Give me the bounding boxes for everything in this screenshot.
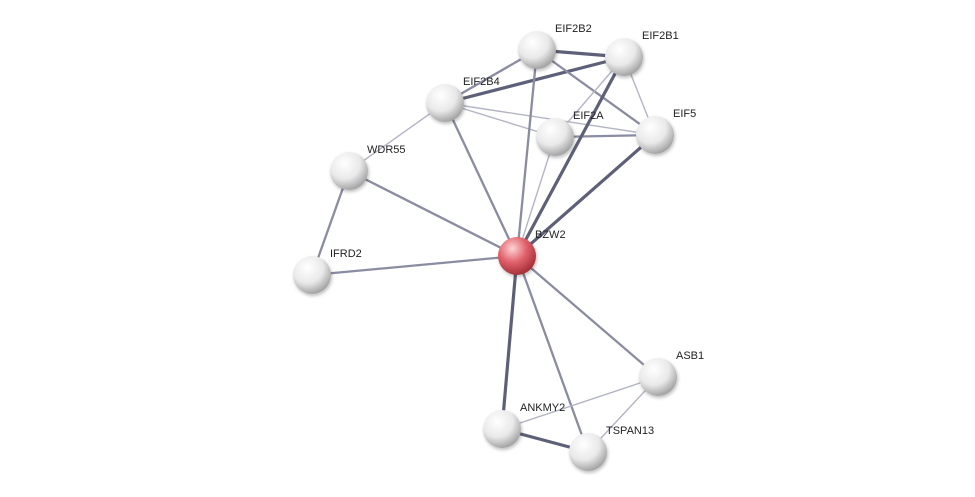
edges [310, 48, 660, 454]
node-sphere[interactable] [293, 256, 331, 294]
node-tspan13[interactable]: TSPAN13 [569, 425, 654, 471]
node-label-ankmy2: ANKMY2 [520, 402, 565, 414]
node-eif2a[interactable]: EIF2A [536, 110, 604, 156]
node-label-eif2b4: EIF2B4 [463, 76, 500, 88]
node-eif2b2[interactable]: EIF2B2 [518, 23, 592, 69]
edge-bzw2-ifrd2[interactable] [310, 254, 519, 277]
node-label-eif2b2: EIF2B2 [555, 23, 592, 35]
edge-ankmy2-asb1[interactable] [501, 376, 659, 430]
edge-bzw2-eif2b1[interactable] [515, 55, 626, 258]
node-sphere[interactable] [483, 410, 521, 448]
edge-eif2b2-eif5[interactable] [535, 48, 657, 137]
node-bzw2[interactable]: BZW2 [498, 229, 566, 275]
node-eif2b4[interactable]: EIF2B4 [426, 76, 500, 122]
node-label-eif2b1: EIF2B1 [642, 30, 679, 42]
query-node-sphere[interactable] [498, 237, 536, 275]
node-label-bzw2: BZW2 [535, 229, 566, 241]
edge-bzw2-asb1[interactable] [515, 254, 660, 379]
node-label-tspan13: TSPAN13 [606, 425, 654, 437]
edge-bzw2-eif2b4[interactable] [443, 101, 519, 258]
node-sphere[interactable] [605, 38, 643, 76]
node-ankmy2[interactable]: ANKMY2 [483, 402, 565, 448]
node-ifrd2[interactable]: IFRD2 [293, 248, 362, 294]
edge-eif2b4-wdr55[interactable] [348, 102, 446, 172]
node-eif5[interactable]: EIF5 [636, 108, 696, 154]
node-label-wdr55: WDR55 [367, 144, 406, 156]
edge-eif2b4-eif2a[interactable] [444, 102, 556, 138]
edge-bzw2-wdr55[interactable] [347, 169, 519, 258]
node-sphere[interactable] [518, 31, 556, 69]
node-sphere[interactable] [426, 84, 464, 122]
node-sphere[interactable] [536, 118, 574, 156]
node-sphere[interactable] [636, 116, 674, 154]
edge-bzw2-eif5[interactable] [515, 133, 657, 258]
node-label-eif2a: EIF2A [573, 110, 604, 122]
edge-bzw2-eif2a[interactable] [516, 136, 556, 257]
node-sphere[interactable] [569, 433, 607, 471]
node-label-ifrd2: IFRD2 [330, 248, 362, 260]
node-label-asb1: ASB1 [676, 350, 704, 362]
node-sphere[interactable] [639, 358, 677, 396]
node-eif2b1[interactable]: EIF2B1 [605, 30, 679, 76]
node-asb1[interactable]: ASB1 [639, 350, 704, 396]
node-wdr55[interactable]: WDR55 [330, 144, 406, 190]
edge-bzw2-ankmy2[interactable] [500, 254, 519, 431]
node-sphere[interactable] [330, 152, 368, 190]
node-label-eif5: EIF5 [673, 108, 696, 120]
edge-bzw2-eif2b2[interactable] [515, 48, 539, 258]
edge-bzw2-tspan13[interactable] [515, 254, 590, 454]
